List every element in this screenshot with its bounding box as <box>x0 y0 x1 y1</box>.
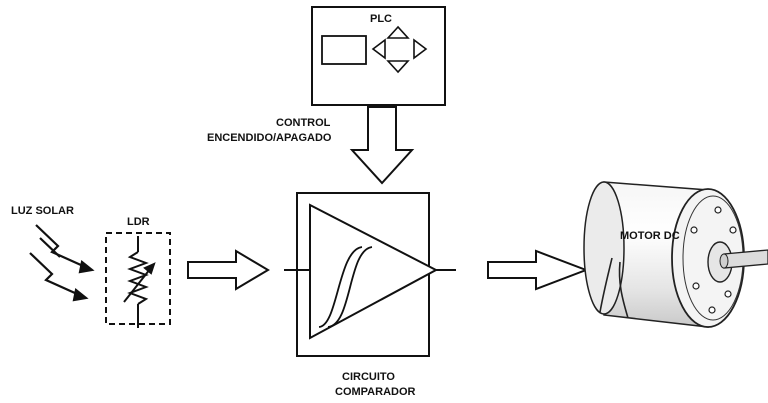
ldr-block <box>105 232 171 328</box>
input-arrow <box>187 249 270 291</box>
plc-direction-arrows-icon <box>371 25 428 74</box>
ldr-label: LDR <box>127 216 150 228</box>
comparator-label-line2: COMPARADOR <box>335 386 416 398</box>
plc-screen-icon <box>321 35 367 65</box>
comparator-label-line1: CIRCUITO <box>342 371 395 383</box>
luz-solar-label: LUZ SOLAR <box>11 205 74 217</box>
control-label-line1: CONTROL <box>276 117 331 129</box>
motor-label: MOTOR DC <box>620 230 680 242</box>
comparator-block <box>284 192 456 357</box>
control-arrow <box>349 106 415 185</box>
variable-resistor-icon <box>123 236 156 328</box>
sunlight-lightning-icon <box>29 224 95 302</box>
output-arrow <box>487 249 589 291</box>
control-label-line2: ENCENDIDO/APAGADO <box>207 132 332 144</box>
hysteresis-curve-icon <box>318 246 373 328</box>
plc-block <box>311 6 446 106</box>
dc-motor-icon <box>583 181 768 328</box>
plc-label: PLC <box>370 13 392 25</box>
op-amp-triangle-icon <box>309 203 439 340</box>
